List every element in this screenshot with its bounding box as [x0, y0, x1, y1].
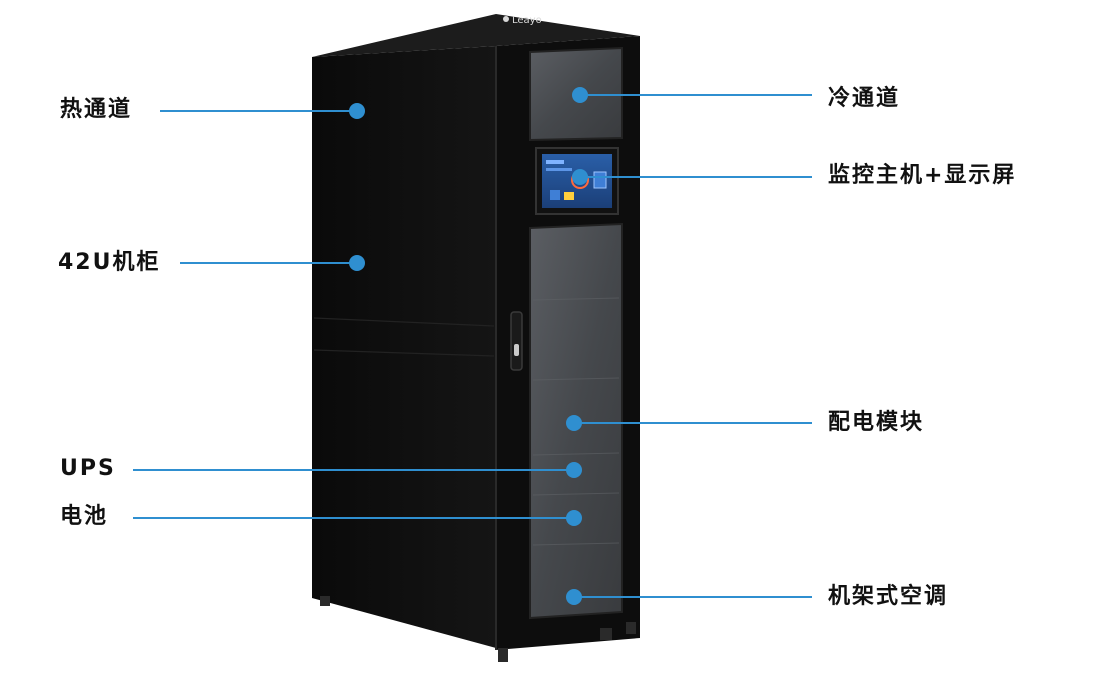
callout-dot-power-module	[566, 415, 582, 431]
brand-logo-text: Leayo	[512, 15, 542, 26]
callout-dot-cold-aisle	[572, 87, 588, 103]
cabinet-feet	[320, 596, 636, 662]
rack-equipment-outlines	[532, 297, 620, 546]
brand-logo: Leayo	[503, 15, 542, 26]
label-hot-aisle: 热通道	[60, 97, 133, 122]
label-rack-42u: 42U机柜	[58, 250, 161, 275]
callouts-right	[566, 87, 812, 605]
door-handle	[510, 311, 523, 371]
label-cold-aisle: 冷通道	[828, 86, 901, 111]
callout-dot-monitor	[572, 169, 588, 185]
cabinet-side-panel	[312, 46, 496, 648]
side-panel-seam	[313, 317, 495, 327]
label-rack-air-conditioner: 机架式空调	[828, 584, 949, 609]
callout-dot-hot-aisle	[349, 103, 365, 119]
callout-dot-battery	[566, 510, 582, 526]
leaf-icon	[503, 16, 509, 22]
callout-dot-rack-42u	[349, 255, 365, 271]
door-handle-latch	[514, 344, 519, 356]
callouts-left	[133, 103, 582, 526]
callout-dot-air-conditioner	[566, 589, 582, 605]
label-ups: UPS	[60, 456, 116, 481]
label-monitor-host-display: 监控主机+显示屏	[828, 163, 1017, 188]
label-battery: 电池	[60, 504, 109, 529]
side-panel-seam	[313, 349, 495, 357]
callout-dot-ups	[566, 462, 582, 478]
cabinet-top	[312, 14, 640, 57]
label-power-distribution-module: 配电模块	[828, 410, 925, 435]
